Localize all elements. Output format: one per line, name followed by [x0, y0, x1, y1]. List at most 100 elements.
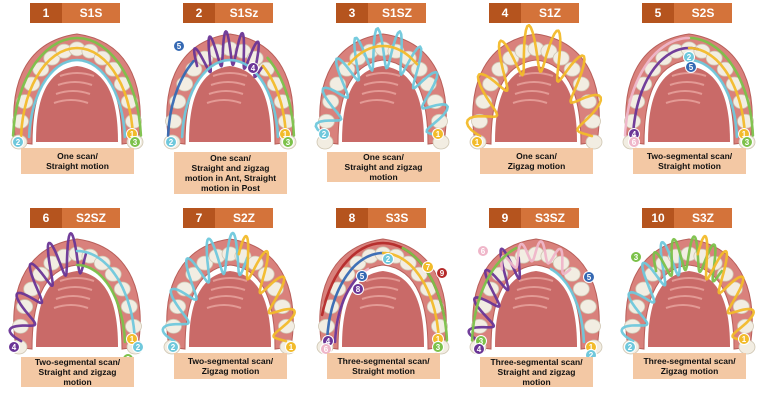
palate	[36, 66, 118, 142]
scan-start-marker: 5	[583, 271, 595, 283]
scan-start-number: 3	[436, 343, 441, 352]
scan-start-number: 2	[322, 130, 327, 139]
tooth	[572, 281, 590, 297]
scan-start-number: 5	[177, 42, 182, 51]
scan-path-yellow	[237, 234, 296, 343]
tooth	[563, 266, 581, 282]
scan-start-marker: 3	[630, 251, 642, 263]
scan-start-marker: 3	[432, 341, 444, 353]
panel-code: S1Sz	[215, 3, 273, 23]
scan-start-marker: 9	[436, 267, 448, 279]
scan-path-blue-light	[314, 27, 449, 138]
panel-caption: One scan/ Straight and zigzag motion	[327, 152, 440, 182]
scan-start-number: 4	[251, 64, 256, 73]
caption-text: Two-segmental scan/ Zigzag motion	[187, 356, 274, 376]
panel-number: 8	[336, 208, 368, 228]
caption-text: Two-segmental scan/ Straight and zigzag …	[34, 357, 121, 387]
scan-start-marker: 2	[132, 341, 144, 353]
scan-start-marker: 2	[624, 341, 636, 353]
scan-start-number: 1	[289, 343, 294, 352]
scan-start-number: 1	[283, 130, 288, 139]
caption-text: Three-segmental scan/ Zigzag motion	[643, 356, 736, 376]
palate	[36, 271, 118, 347]
dental-arch-illustration: 12	[314, 27, 450, 150]
panel-caption: One scan/ Zigzag motion	[480, 148, 593, 174]
scan-path-yellow	[687, 46, 747, 138]
caption-text: One scan/ Straight motion	[46, 151, 109, 171]
scan-start-marker: 6	[320, 343, 332, 355]
scan-start-number: 4	[632, 130, 637, 139]
tooth	[737, 318, 754, 334]
scan-start-number: 4	[326, 337, 331, 346]
scan-start-marker: 3	[282, 136, 294, 148]
scan-start-number: 9	[440, 269, 445, 278]
tooth	[278, 318, 295, 334]
scan-start-marker: 8	[352, 283, 364, 295]
panel-number: 9	[489, 208, 521, 228]
palate	[189, 271, 271, 347]
tooth	[584, 113, 601, 129]
scan-path-green	[652, 235, 724, 283]
scan-start-marker: 4	[247, 62, 259, 74]
scan-path-blue-light	[620, 240, 682, 343]
scan-start-number: 3	[126, 355, 131, 357]
panel-code: S1S	[62, 3, 120, 23]
scan-start-marker: 2	[683, 51, 695, 63]
scan-start-marker: 5	[173, 40, 185, 52]
scan-start-number: 8	[356, 285, 361, 294]
panel-code: S2Z	[215, 208, 273, 228]
panel-number: 1	[30, 3, 62, 23]
scan-start-number: 2	[169, 138, 174, 147]
scan-start-marker: 4	[8, 341, 20, 353]
tooth	[579, 299, 597, 314]
panel-code: S2S	[674, 3, 732, 23]
scan-path-green	[266, 56, 296, 137]
scan-start-number: 5	[689, 63, 694, 72]
scan-start-number: 6	[481, 247, 486, 256]
scan-path-blue-light	[549, 267, 586, 344]
scan-path-yellow	[381, 251, 441, 343]
palate	[648, 66, 730, 142]
panel-code: S3Z	[674, 208, 732, 228]
scan-start-number: 2	[171, 343, 176, 352]
scan-start-marker: 5	[356, 270, 368, 282]
scan-start-number: 2	[589, 351, 594, 357]
scan-path-purple	[631, 46, 700, 138]
scan-path-blue-dark	[325, 251, 385, 343]
scan-path-purple	[192, 30, 265, 79]
scan-start-number: 1	[130, 335, 135, 344]
panel-caption: Three-segmental scan/ Zigzag motion	[633, 353, 746, 379]
scan-path-pink	[623, 36, 691, 137]
panel-code: S2SZ	[62, 208, 120, 228]
caption-text: Three-segmental scan/ Straight motion	[337, 356, 430, 376]
panel-number: 6	[30, 208, 62, 228]
scan-path-yellow	[347, 44, 419, 66]
scan-start-marker: 6	[477, 245, 489, 257]
scan-path-blue-light	[180, 58, 280, 139]
panel-caption: Three-segmental scan/ Straight motion	[327, 353, 440, 379]
scan-start-number: 6	[324, 345, 329, 354]
scan-start-marker: 3	[741, 136, 753, 148]
scan-start-number: 2	[16, 138, 21, 147]
scan-start-number: 2	[136, 343, 141, 352]
scan-start-marker: 7	[422, 261, 434, 273]
caption-text: One scan/ Zigzag motion	[507, 151, 566, 171]
scan-start-number: 4	[12, 343, 17, 352]
scan-start-number: 6	[632, 138, 637, 147]
caption-text: One scan/ Straight and zigzag motion	[344, 152, 423, 182]
palate	[189, 66, 271, 142]
scan-start-number: 1	[130, 130, 135, 139]
scan-start-marker: 6	[628, 136, 640, 148]
panel-number: 5	[642, 3, 674, 23]
